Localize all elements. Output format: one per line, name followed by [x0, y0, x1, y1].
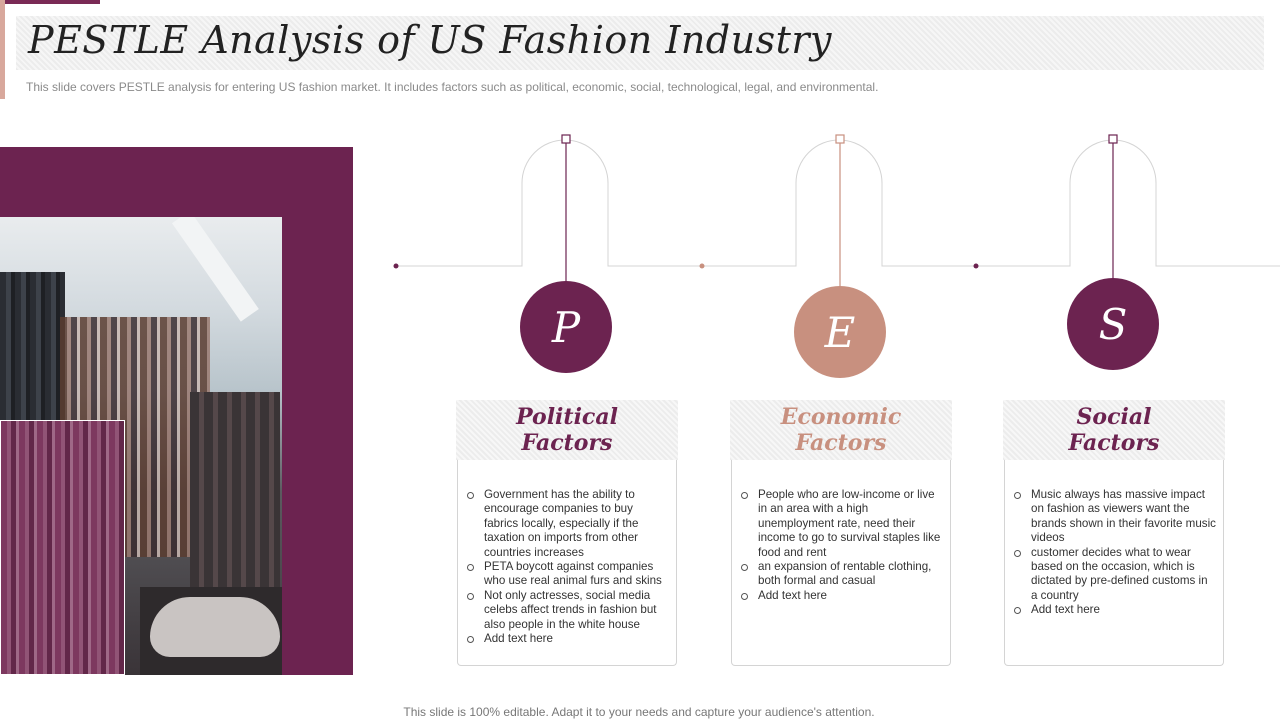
list-item: People who are low-income or live in an …: [741, 488, 944, 560]
economic-letter-circle: E: [794, 286, 886, 378]
title-band: [16, 16, 1264, 70]
social-card-body: Music always has massive impact on fashi…: [1004, 460, 1224, 666]
list-item: Not only actresses, social media celebs …: [467, 589, 670, 632]
social-heading-line1: Social: [1076, 404, 1152, 430]
list-item: Music always has massive impact on fashi…: [1014, 488, 1216, 545]
social-letter-circle: S: [1067, 278, 1159, 370]
slide-subtitle: This slide covers PESTLE analysis for en…: [26, 80, 879, 94]
list-item: an expansion of rentable clothing, both …: [741, 560, 944, 589]
slide-footer: This slide is 100% editable. Adapt it to…: [403, 705, 875, 719]
list-item: Add text here: [1014, 603, 1217, 617]
economic-heading-line1: Economic: [780, 404, 902, 430]
top-accent-bar: [0, 0, 100, 4]
political-heading-line1: Political: [516, 404, 618, 430]
list-item: PETA boycott against companies who use r…: [467, 560, 670, 589]
pins: [393, 134, 1118, 288]
political-letter-circle: P: [520, 281, 612, 373]
political-heading-line2: Factors: [521, 430, 613, 456]
clothing-store-photo: [0, 217, 282, 675]
plastic-bag: [150, 597, 280, 657]
clothing-rack: [190, 392, 280, 592]
left-accent-bar: [0, 0, 5, 99]
political-card-body: Government has the ability to encourage …: [457, 460, 677, 666]
tinted-shirts-inset: [0, 420, 125, 675]
economic-card-body: People who are low-income or live in an …: [731, 460, 951, 666]
list-item: Add text here: [467, 632, 670, 646]
list-item: customer decides what to wear based on t…: [1014, 546, 1217, 604]
slide-title: PESTLE Analysis of US Fashion Industry: [28, 18, 833, 62]
list-item: Government has the ability to encourage …: [467, 488, 670, 560]
ceiling-light: [171, 217, 259, 322]
economic-heading-line2: Factors: [795, 430, 887, 456]
list-item: Add text here: [741, 589, 944, 603]
social-heading-line2: Factors: [1068, 430, 1160, 456]
clothing-rack: [0, 272, 65, 422]
